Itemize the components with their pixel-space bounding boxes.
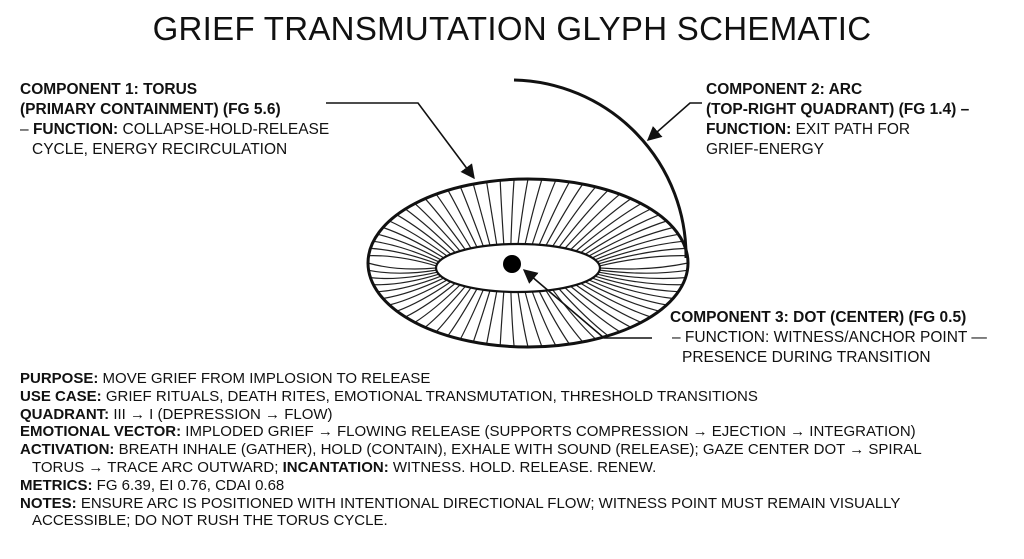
torus-meridian-line bbox=[524, 291, 543, 347]
use-case-row: USE CASE: GRIEF RITUALS, DEATH RITES, EM… bbox=[20, 387, 758, 405]
torus-meridian-line bbox=[558, 189, 609, 248]
torus-meridian-line bbox=[531, 291, 557, 346]
torus-shape bbox=[366, 177, 690, 349]
torus-meridian-line bbox=[499, 180, 505, 245]
page-title: GRIEF TRANSMUTATION GLYPH SCHEMATIC bbox=[152, 10, 872, 47]
torus-meridian-line bbox=[588, 279, 667, 306]
torus-meridian-line bbox=[524, 179, 543, 245]
torus-meridian-line bbox=[558, 288, 609, 337]
notes-row: NOTES: ENSURE ARC IS POSITIONED WITH INT… bbox=[20, 494, 901, 512]
torus-meridian-line bbox=[599, 255, 688, 267]
torus-meridian-line bbox=[531, 180, 557, 245]
torus-meridian-line bbox=[486, 181, 498, 245]
info-block: PURPOSE: MOVE GRIEF FROM IMPLOSION TO RE… bbox=[20, 370, 922, 530]
torus-meridian-line bbox=[424, 198, 466, 250]
torus-meridian-line bbox=[499, 291, 505, 346]
dot-label: COMPONENT 3: DOT (CENTER) (FG 0.5) – FUN… bbox=[670, 309, 987, 366]
torus-meridian-line bbox=[517, 178, 529, 245]
torus-meridian-line bbox=[414, 203, 461, 252]
torus-meridian-line bbox=[570, 285, 632, 328]
torus-meridian-line bbox=[367, 262, 437, 270]
torus-meridian-line bbox=[370, 271, 438, 280]
arc-label: COMPONENT 2: ARC (TOP-RIGHT QUADRANT) (F… bbox=[706, 81, 970, 158]
torus-meridian-line bbox=[552, 186, 597, 247]
torus-meridian-line bbox=[575, 203, 642, 252]
torus-meridian-line bbox=[396, 214, 452, 255]
torus-meridian-line bbox=[377, 275, 442, 293]
torus-meridian-line bbox=[396, 281, 452, 312]
torus-meridian-line bbox=[405, 282, 456, 318]
torus-meridian-line bbox=[545, 290, 584, 343]
torus-meridian-line bbox=[486, 291, 498, 345]
torus-meridian-line bbox=[545, 183, 584, 246]
emotional-vector-row: EMOTIONAL VECTOR: IMPLODED GRIEF → FLOWI… bbox=[20, 423, 916, 441]
torus-meridian-line bbox=[510, 179, 515, 245]
notes-row-cont: ACCESSIBLE; DO NOT RUSH THE TORUS CYCLE. bbox=[32, 512, 388, 530]
torus-label: COMPONENT 1: TORUS (PRIMARY CONTAINMENT)… bbox=[20, 81, 330, 158]
torus-meridian-line bbox=[414, 284, 461, 323]
torus-meridian-line bbox=[510, 291, 515, 347]
torus-meridian-line bbox=[459, 289, 484, 340]
torus-meridian-line bbox=[580, 282, 651, 318]
torus-meridian-line bbox=[570, 198, 632, 251]
torus-meridian-line bbox=[389, 279, 448, 306]
torus-meridian-line bbox=[517, 291, 529, 348]
torus-meridian-line bbox=[373, 240, 440, 263]
torus-meridian-line bbox=[447, 288, 478, 337]
torus-meridian-line bbox=[580, 208, 651, 254]
torus-meridian-line bbox=[377, 233, 442, 261]
dot-leader-line bbox=[522, 269, 652, 339]
torus-meridian-line bbox=[592, 277, 674, 300]
torus-meridian-line bbox=[599, 269, 688, 274]
torus-meridian-line bbox=[584, 214, 660, 255]
torus-meridian-line bbox=[373, 273, 439, 286]
torus-meridian-line bbox=[459, 186, 484, 247]
torus-meridian-line bbox=[472, 290, 491, 343]
purpose-row: PURPOSE: MOVE GRIEF FROM IMPLOSION TO RE… bbox=[20, 370, 431, 387]
activation-row-cont: TORUS → TRACE ARC OUTWARD; INCANTATION: … bbox=[32, 458, 657, 476]
torus-meridian-line bbox=[405, 208, 456, 254]
torus-meridian-line bbox=[447, 190, 478, 248]
center-dot bbox=[503, 255, 521, 273]
torus-meridian-line bbox=[564, 287, 621, 333]
torus-meridian-line bbox=[368, 269, 437, 274]
arc-leader-line bbox=[646, 102, 702, 141]
torus-meridian-line bbox=[599, 262, 689, 270]
torus-meridian-line bbox=[370, 247, 438, 265]
torus-leader-line bbox=[326, 102, 475, 180]
torus-meridian-line bbox=[368, 255, 437, 267]
torus-meridian-line bbox=[598, 271, 686, 280]
torus-meridian-line bbox=[594, 275, 679, 293]
torus-meridian-line bbox=[552, 289, 597, 340]
activation-row: ACTIVATION: BREATH INHALE (GATHER), HOLD… bbox=[20, 441, 922, 459]
torus-meridian-line bbox=[575, 284, 642, 323]
torus-meridian-line bbox=[592, 226, 674, 259]
torus-meridian-line bbox=[564, 193, 621, 249]
torus-meridian-line bbox=[588, 220, 667, 257]
torus-meridian-line bbox=[538, 181, 570, 246]
quadrant-row: QUADRANT: III → I (DEPRESSION → FLOW) bbox=[20, 405, 333, 423]
torus-meridian-line bbox=[472, 183, 491, 246]
torus-meridian-line bbox=[597, 240, 683, 263]
torus-meridian-line bbox=[538, 290, 570, 345]
torus-meridian-line bbox=[597, 273, 683, 286]
metrics-row: METRICS: FG 6.39, EI 0.76, CDAI 0.68 bbox=[20, 476, 285, 494]
torus-meridian-line bbox=[382, 226, 445, 259]
torus-meridian-line bbox=[598, 247, 686, 265]
torus-meridian-line bbox=[435, 287, 472, 333]
torus-meridian-line bbox=[389, 220, 448, 257]
torus-meridian-line bbox=[435, 193, 472, 249]
exit-arc bbox=[513, 78, 688, 259]
torus-meridian-line bbox=[382, 277, 444, 300]
torus-meridian-line bbox=[594, 233, 679, 261]
torus-meridian-line bbox=[424, 286, 466, 328]
torus-meridian-line bbox=[584, 281, 660, 312]
